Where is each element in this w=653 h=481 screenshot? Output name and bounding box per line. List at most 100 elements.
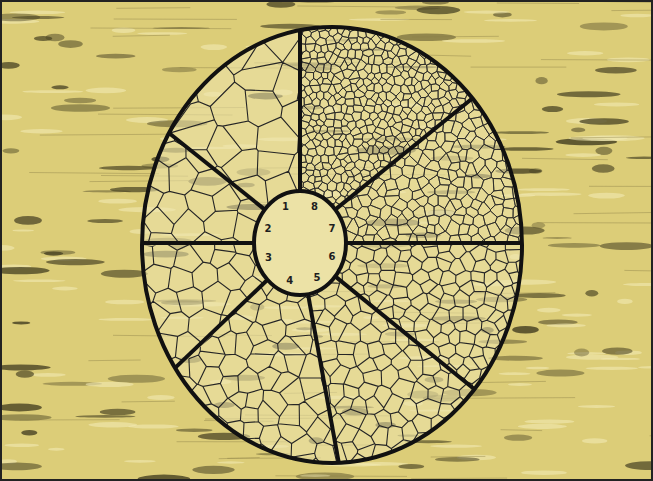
- texture-streak: [86, 88, 127, 94]
- texture-streak: [0, 365, 51, 371]
- texture-streak: [13, 280, 65, 283]
- texture-streak: [518, 424, 567, 429]
- texture-streak: [529, 168, 543, 174]
- texture-line: [275, 475, 407, 477]
- texture-streak: [497, 147, 554, 151]
- sector-divider: [335, 276, 474, 389]
- texture-streak: [3, 148, 20, 153]
- texture-streak: [600, 358, 640, 360]
- outer-rim: [142, 27, 522, 463]
- texture-streak: [192, 466, 234, 474]
- texture-streak: [46, 259, 105, 265]
- sector-divider: [335, 98, 472, 209]
- texture-streak: [51, 104, 110, 112]
- texture-line: [537, 222, 653, 223]
- texture-line: [426, 55, 471, 56]
- texture-streak: [504, 435, 532, 441]
- texture-line: [20, 419, 120, 420]
- texture-line: [91, 28, 232, 30]
- texture-line: [574, 213, 653, 214]
- texture-streak: [101, 270, 148, 278]
- texture-streak: [625, 461, 653, 470]
- texture-streak: [579, 118, 628, 125]
- texture-streak: [524, 420, 574, 424]
- texture-streak: [58, 40, 83, 48]
- texture-streak: [571, 127, 585, 132]
- texture-streak: [620, 14, 653, 18]
- texture-streak: [532, 222, 545, 228]
- texture-streak: [586, 367, 639, 370]
- texture-line: [380, 19, 452, 20]
- texture-streak: [521, 470, 567, 475]
- texture-line: [497, 3, 579, 5]
- texture-line: [116, 7, 190, 9]
- texture-streak: [64, 98, 96, 103]
- texture-streak: [594, 102, 639, 106]
- chart-face: [142, 27, 522, 463]
- texture-streak: [512, 326, 539, 334]
- texture-streak: [375, 10, 406, 14]
- texture-line: [88, 360, 140, 362]
- texture-streak: [592, 164, 615, 173]
- texture-streak: [617, 299, 633, 304]
- texture-streak: [105, 300, 144, 305]
- texture-streak: [16, 370, 34, 377]
- texture-line: [571, 137, 653, 138]
- texture-streak: [87, 219, 122, 223]
- texture-line: [297, 6, 442, 7]
- texture-line: [122, 401, 175, 403]
- texture-streak: [574, 349, 589, 357]
- texture-streak: [557, 91, 621, 97]
- texture-streak: [464, 11, 510, 14]
- texture-streak: [548, 243, 601, 248]
- texture-streak: [395, 6, 441, 10]
- sector-divider: [346, 241, 522, 245]
- texture-streak: [508, 383, 532, 386]
- texture-streak: [12, 229, 34, 231]
- texture-line: [431, 456, 486, 458]
- texture-streak: [588, 193, 625, 199]
- texture-line: [541, 59, 653, 61]
- texture-streak: [0, 463, 42, 471]
- texture-streak: [623, 283, 653, 286]
- texture-streak: [99, 166, 158, 170]
- texture-streak: [499, 372, 531, 375]
- texture-streak: [86, 382, 134, 387]
- texture-line: [624, 270, 653, 271]
- texture-streak: [582, 438, 607, 443]
- texture-streak: [0, 245, 15, 251]
- grain-size-number: 7: [328, 223, 335, 235]
- texture-streak: [484, 19, 537, 22]
- texture-streak: [4, 443, 39, 447]
- texture-streak: [20, 129, 62, 133]
- texture-streak: [0, 267, 50, 274]
- texture-streak: [565, 153, 601, 157]
- texture-streak: [100, 409, 136, 415]
- texture-streak: [543, 237, 572, 239]
- texture-streak: [48, 448, 65, 451]
- texture-streak: [14, 216, 42, 225]
- texture-line: [589, 186, 653, 187]
- texture-streak: [41, 250, 76, 255]
- center-hub: [254, 191, 346, 295]
- sector-divider: [298, 30, 302, 191]
- texture-line: [501, 429, 542, 431]
- texture-streak: [124, 460, 156, 463]
- texture-streak: [546, 324, 586, 328]
- texture-streak: [147, 395, 174, 400]
- texture-streak: [137, 32, 187, 35]
- texture-streak: [493, 131, 549, 134]
- texture-streak: [442, 39, 505, 43]
- texture-streak: [526, 367, 550, 370]
- texture-streak: [99, 318, 156, 321]
- texture-line: [522, 158, 608, 159]
- sector-divider: [308, 294, 339, 463]
- texture-line: [411, 478, 507, 480]
- texture-line: [219, 458, 260, 459]
- texture-streak: [44, 252, 63, 256]
- texture-line: [40, 134, 170, 136]
- texture-streak: [535, 77, 547, 84]
